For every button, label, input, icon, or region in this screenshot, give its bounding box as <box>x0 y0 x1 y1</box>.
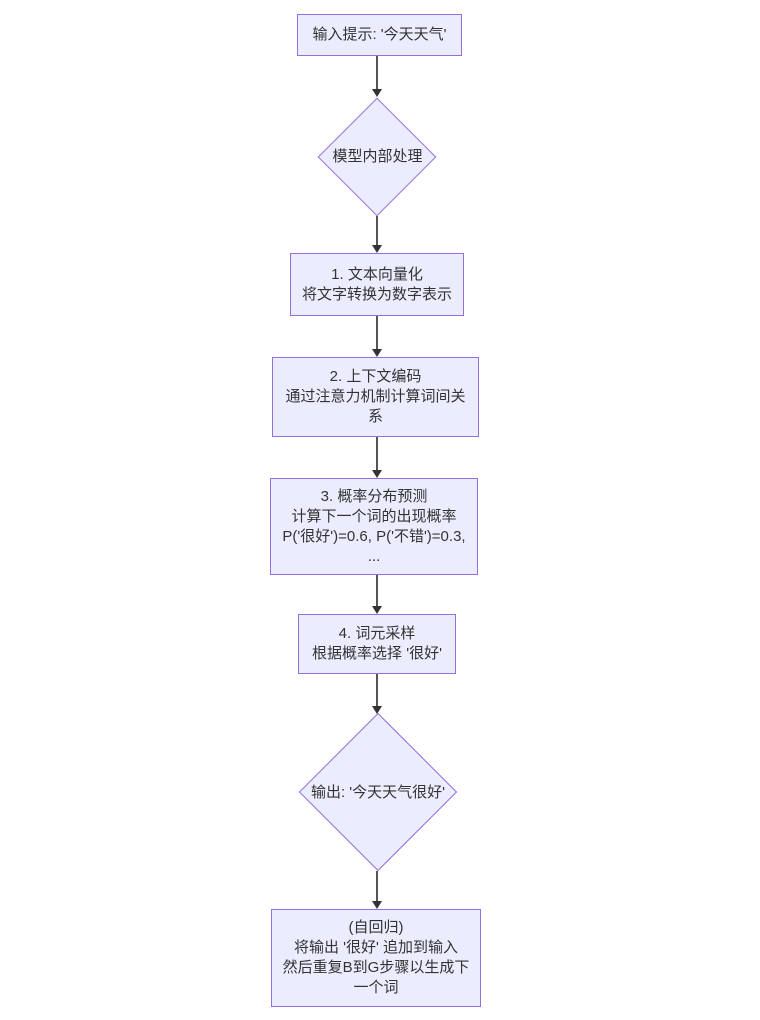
arrow-head-icon <box>372 89 382 97</box>
flow-arrow-1 <box>371 56 383 97</box>
flow-arrow-6 <box>371 674 383 714</box>
node-step4-token-sampling: 4. 词元采样 根据概率选择 '很好' <box>298 614 456 674</box>
arrow-line <box>376 437 378 472</box>
flow-arrow-2 <box>371 216 383 253</box>
node-step3-probability-prediction: 3. 概率分布预测 计算下一个词的出现概率 P('很好')=0.6, P('不错… <box>270 478 478 575</box>
node-output-label: 输出: '今天天气很好' <box>310 783 446 801</box>
arrow-head-icon <box>372 706 382 714</box>
arrow-line <box>376 674 378 708</box>
arrow-head-icon <box>372 349 382 357</box>
flow-arrow-5 <box>371 575 383 614</box>
node-input-prompt: 输入提示: '今天天气' <box>297 14 462 56</box>
arrow-line <box>376 216 378 247</box>
node-model-processing: 模型内部处理 <box>317 97 437 217</box>
arrow-head-icon <box>372 606 382 614</box>
arrow-line <box>376 871 378 903</box>
flow-arrow-3 <box>371 316 383 357</box>
arrow-head-icon <box>372 470 382 478</box>
arrow-head-icon <box>372 245 382 253</box>
node-autoregression: (自回归) 将输出 '很好' 追加到输入 然后重复B到G步骤以生成下 一个词 <box>271 909 481 1007</box>
node-output: 输出: '今天天气很好' <box>298 712 458 872</box>
arrow-line <box>376 56 378 91</box>
arrow-line <box>376 316 378 351</box>
arrow-head-icon <box>372 901 382 909</box>
node-model-processing-label: 模型内部处理 <box>332 148 423 165</box>
flow-arrow-4 <box>371 437 383 478</box>
node-step1-vectorization: 1. 文本向量化 将文字转换为数字表示 <box>290 253 464 316</box>
flow-arrow-7 <box>371 871 383 909</box>
node-step2-context-encoding: 2. 上下文编码 通过注意力机制计算词间关 系 <box>272 357 479 437</box>
arrow-line <box>376 575 378 608</box>
